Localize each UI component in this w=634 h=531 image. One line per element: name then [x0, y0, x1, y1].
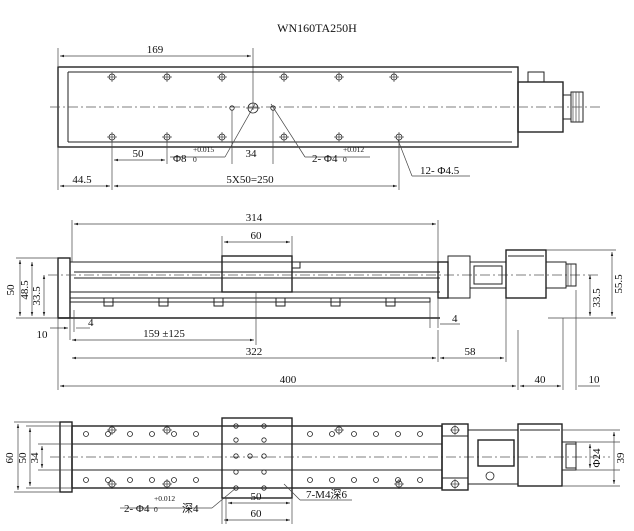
- top-view: 169: [50, 44, 600, 190]
- dim-50-top: 50: [133, 148, 145, 160]
- dim-50-left: 50: [17, 452, 29, 464]
- dim-10-right: 10: [589, 374, 601, 386]
- dim-60-bottom: 60: [251, 508, 263, 520]
- label-phi8: Φ8: [173, 153, 187, 165]
- label-phi8-tol-bot: 0: [193, 155, 197, 164]
- label-bottom-2phi4: 2- Φ4: [124, 503, 150, 515]
- bottom-view: 60 50 34 Φ24 39 2- Φ4 +0.012 0 深4 7-M4深6: [4, 417, 627, 524]
- dim-314: 314: [246, 212, 263, 224]
- dim-34-top: 34: [246, 148, 258, 160]
- bottom-rail-holes-top: [83, 431, 423, 437]
- bottom-rail-holes-bottom: [83, 477, 423, 483]
- dim-39: 39: [615, 452, 627, 464]
- drawing-title: WN160TA250H: [277, 21, 357, 35]
- dim-phi24: Φ24: [591, 448, 603, 468]
- dim-55-5: 55.5: [613, 274, 625, 294]
- dim-60-left: 60: [4, 452, 16, 464]
- dim-400: 400: [280, 374, 297, 386]
- dim-48-5: 48.5: [19, 280, 31, 300]
- label-bottom-2phi4-tol-bot: 0: [154, 505, 158, 514]
- front-view: 314 60: [5, 212, 625, 390]
- label-2phi4-tol-top: +0.012: [343, 145, 364, 154]
- dim-33-5-right: 33.5: [591, 288, 603, 308]
- dim-58: 58: [465, 346, 477, 358]
- label-7m4: 7-M4深6: [306, 488, 347, 501]
- dim-169: 169: [147, 44, 164, 56]
- label-bottom-2phi4-depth: 深4: [182, 502, 199, 515]
- label-12phi45: 12- Φ4.5: [420, 165, 460, 177]
- dim-322: 322: [246, 346, 263, 358]
- dim-4-left: 4: [88, 317, 94, 329]
- dim-50-front: 50: [5, 284, 17, 296]
- dim-33-5-left: 33.5: [31, 286, 43, 306]
- label-bottom-2phi4-tol-top: +0.012: [154, 494, 175, 503]
- carriage: [221, 255, 293, 293]
- dim-40: 40: [535, 374, 547, 386]
- bottom-motor: [477, 439, 515, 467]
- dim-5x50: 5X50=250: [226, 174, 274, 186]
- dim-10: 10: [37, 329, 49, 341]
- label-2phi4-tol-bot: 0: [343, 155, 347, 164]
- top-row-holes: [107, 72, 399, 82]
- dim-159: 159 ±125: [143, 328, 185, 340]
- front-motor: [505, 249, 547, 299]
- bottom-row-holes: [107, 132, 404, 142]
- left-end-plate: [57, 257, 71, 319]
- label-phi8-tol-top: +0.015: [193, 145, 214, 154]
- bottom-carriage: [221, 417, 293, 499]
- dim-50-bottom: 50: [251, 491, 263, 503]
- dim-44-5: 44.5: [72, 174, 92, 186]
- dim-34-left: 34: [29, 452, 41, 464]
- dim-60-front: 60: [251, 230, 263, 242]
- label-2phi4: 2- Φ4: [312, 153, 338, 165]
- dim-4-right: 4: [452, 313, 458, 325]
- carriage-holes: [233, 423, 267, 491]
